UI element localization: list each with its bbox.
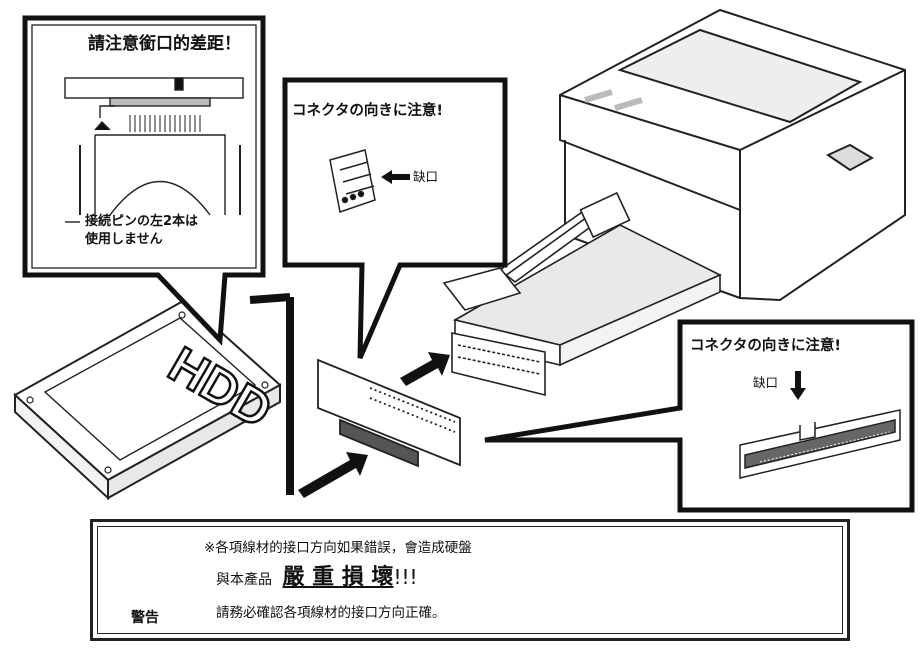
hard-drive <box>13 298 282 501</box>
callout-middle-notch-label: 缺口 <box>413 169 439 184</box>
warning-line2-suffix: !!! <box>393 565 418 589</box>
cable-divider-bar <box>286 297 294 495</box>
warning-line3: 請務必確認各項線材的接口方向正確。 <box>216 605 446 621</box>
warning-line2-prefix: 與本產品 <box>216 572 272 588</box>
adapter-board <box>317 358 461 468</box>
warning-line2-emphasis: 嚴 重 損 壞 <box>282 565 394 590</box>
power-cable <box>442 191 631 311</box>
callout-middle-title: コネクタの向きに注意! <box>292 103 444 119</box>
warning-icon-label: 警告 <box>131 610 159 626</box>
notch-arrow-down-icon <box>790 371 806 400</box>
pin-note-line1: 接続ピンの左2本は <box>85 214 199 229</box>
callout-pin-offset <box>22 15 266 346</box>
callout-connector-orientation-2 <box>484 319 915 513</box>
callout-right-title: コネクタの向きに注意! <box>690 338 842 354</box>
callout-right-notch-label: 缺口 <box>753 375 779 390</box>
insert-arrow-icon <box>298 352 450 498</box>
ide-ribbon-cable <box>451 224 722 397</box>
pin-note-line2: 使用しません <box>85 232 163 247</box>
warning-line1: ※各項線材的接口方向如果錯誤，會造成硬盤 <box>204 540 472 556</box>
notch-arrow-left-icon <box>381 170 410 184</box>
callout-top-left-title: 請注意銜口的差距！ <box>88 34 241 54</box>
callout-connector-orientation-1 <box>282 77 508 359</box>
warning-box <box>90 519 850 641</box>
warning-line2: 與本產品 嚴 重 損 壞!!! <box>216 565 418 590</box>
warning-box-inner-border <box>97 526 843 634</box>
